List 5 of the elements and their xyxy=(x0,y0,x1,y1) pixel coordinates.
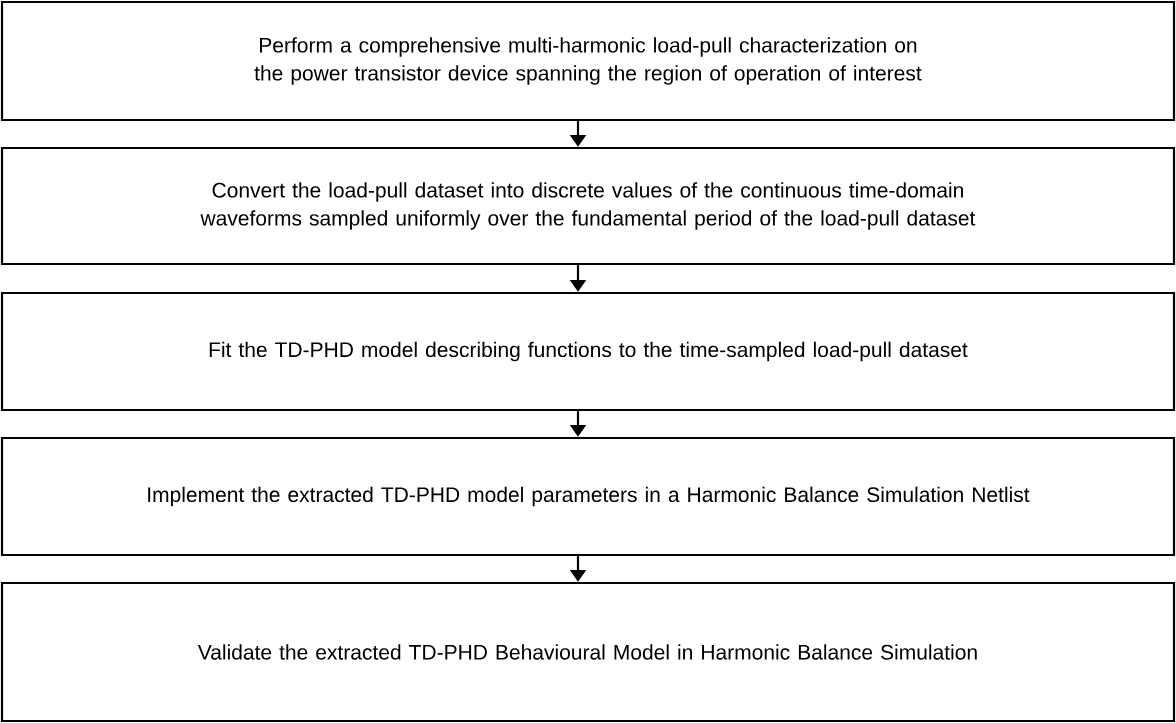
process-box: Perform a comprehensive multi-harmonic load-pull characterization on the power transistor device spanning the region of operation of interest xyxy=(0,0,1176,122)
process-box: Implement the extracted TD-PHD model parameters in a Harmonic Balance Simulation Netlist xyxy=(0,436,1176,557)
process-box: Fit the TD-PHD model describing functions to the time-sampled load-pull dataset xyxy=(0,291,1176,412)
process-box: Validate the extracted TD-PHD Behavioural Model in Harmonic Balance Simulation xyxy=(0,581,1176,723)
process-box: Convert the load-pull dataset into discrete values of the continuous time-domain waveforms sampled uniformly over the fundamental period of the load-pull dataset xyxy=(0,146,1176,266)
